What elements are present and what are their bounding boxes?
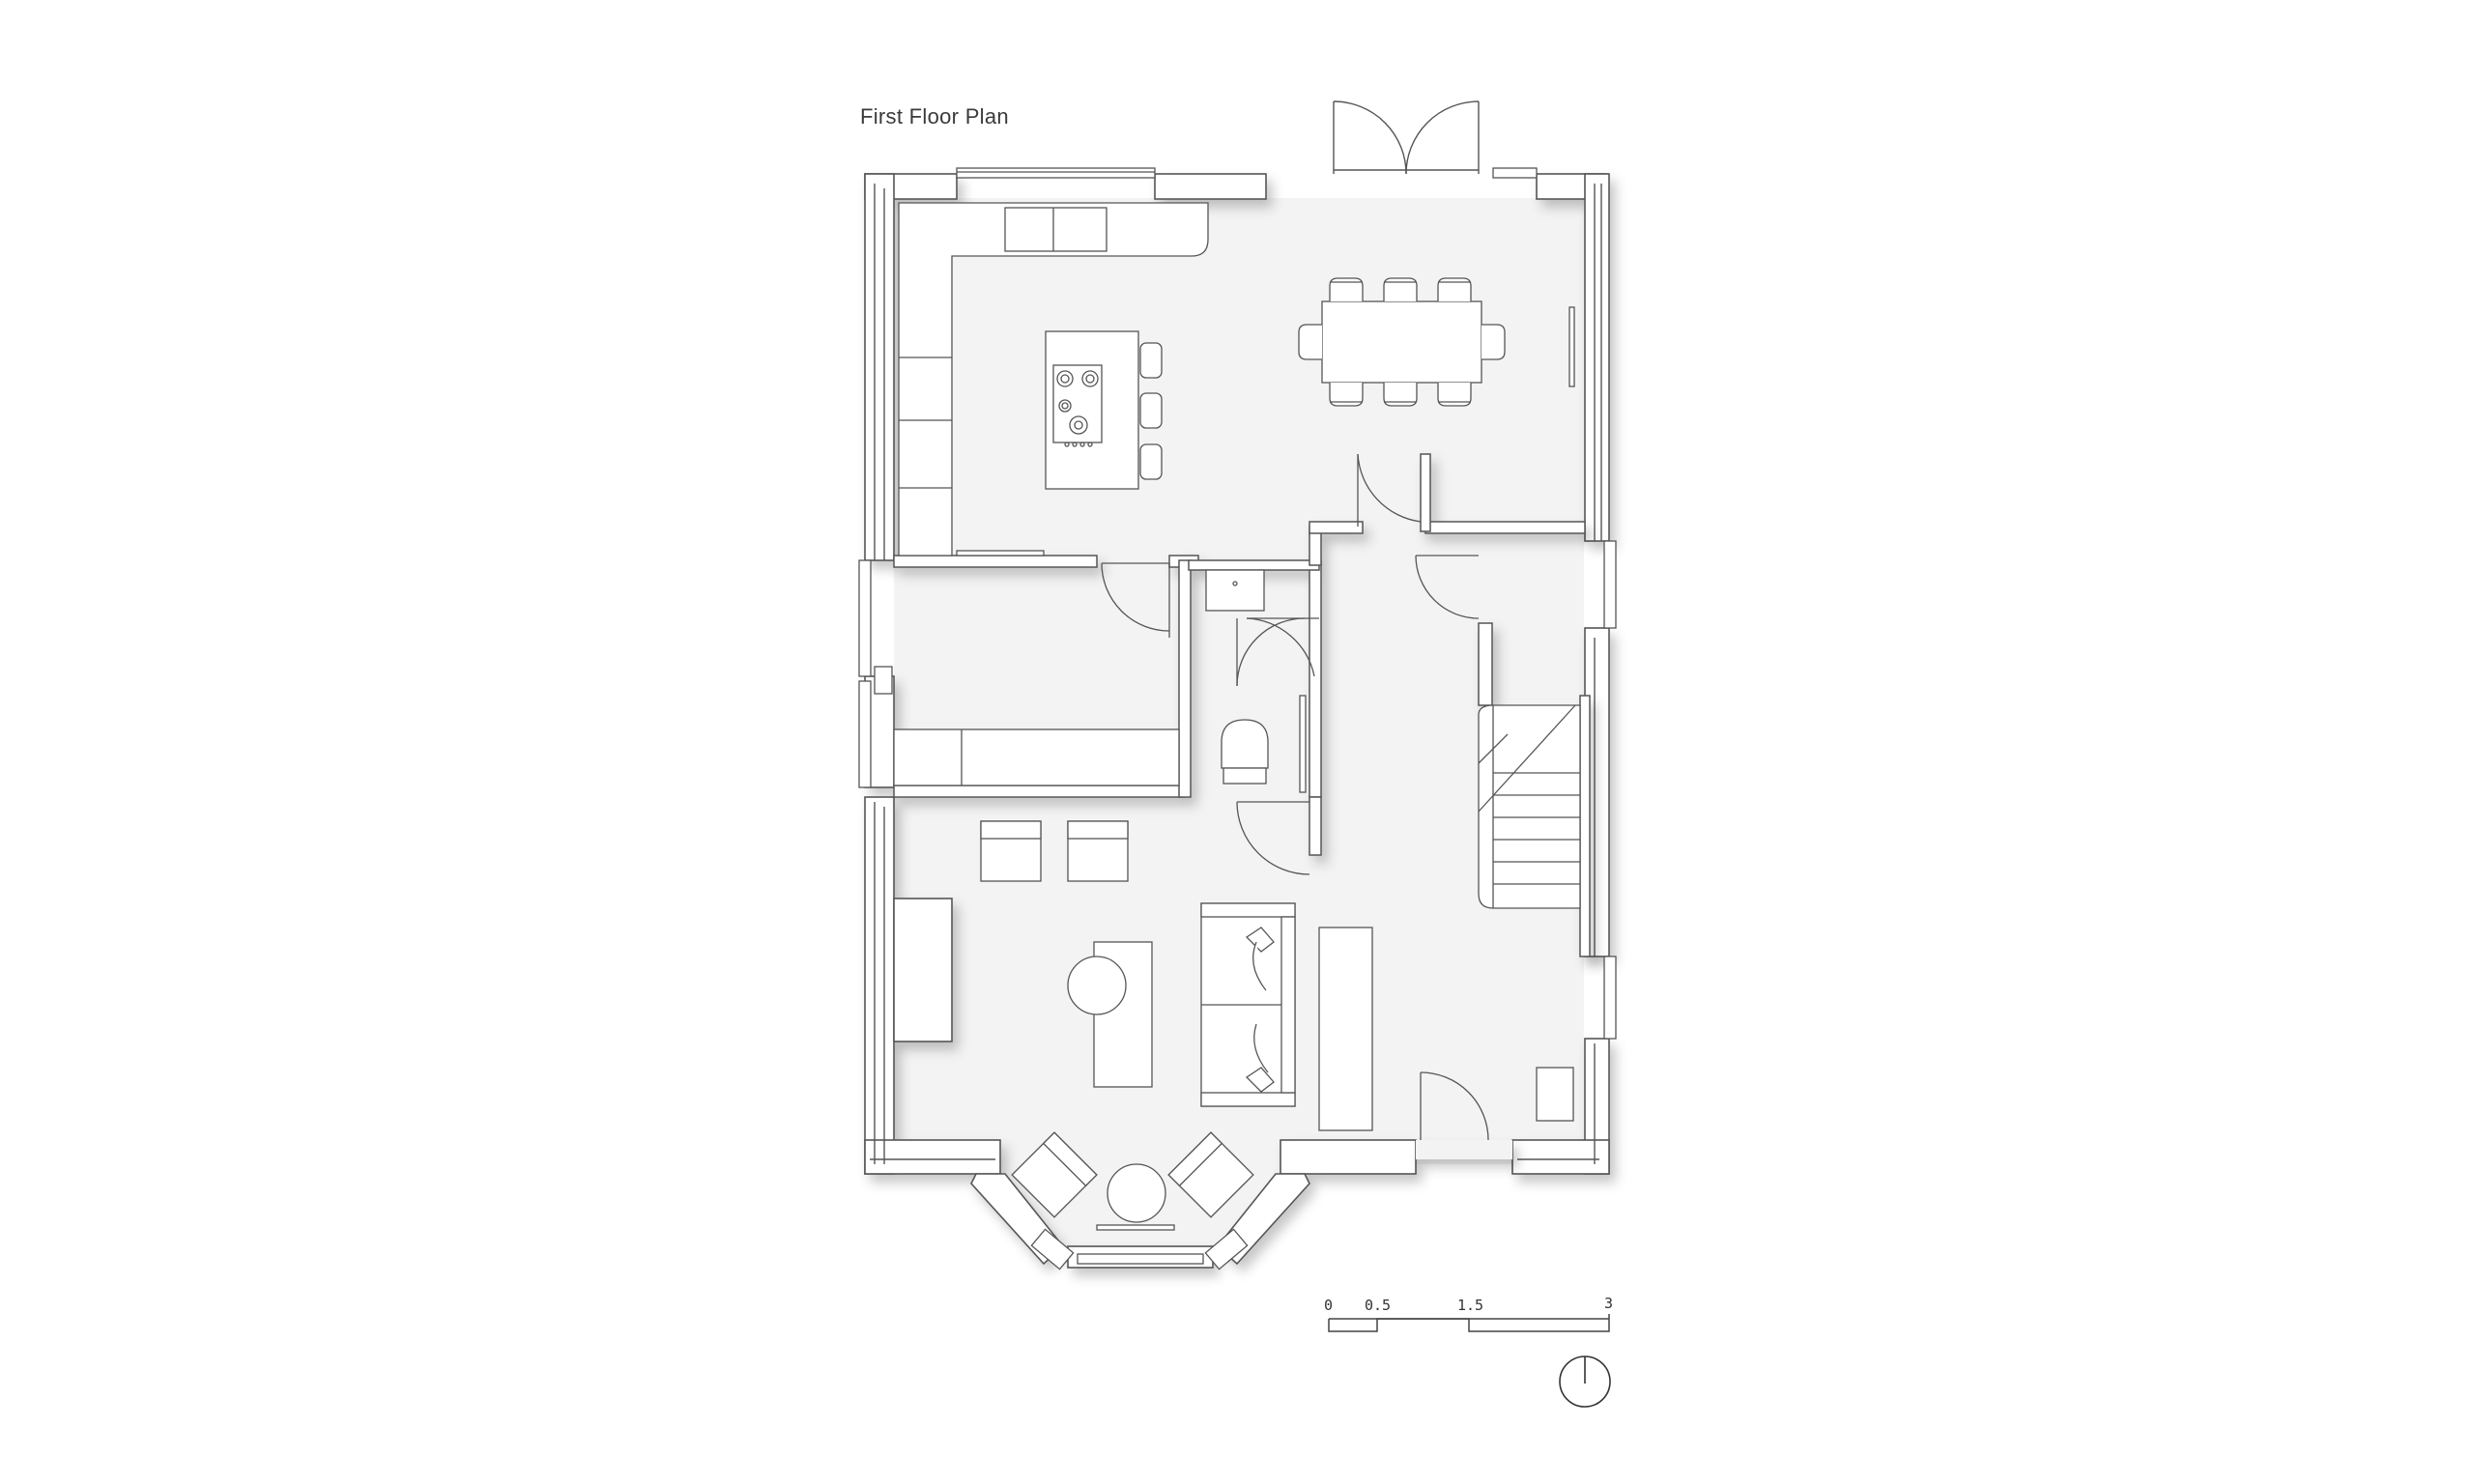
door-swing-icon [1357, 453, 1422, 527]
bottom-wall-right [1511, 1139, 1610, 1175]
sink [1004, 207, 1108, 252]
wall-utility-wc [1178, 559, 1192, 798]
drawing-title: First Floor Plan [860, 104, 1009, 128]
door-swing-icon [1236, 801, 1310, 875]
bottom-wall-mid [1280, 1139, 1417, 1175]
scale-label-1-5: 1.5 [1457, 1297, 1483, 1314]
kitchen-worktop [898, 202, 1209, 556]
window-right-1 [1603, 540, 1617, 629]
wall-stair-right [1579, 695, 1591, 957]
scale-label-0-5: 0.5 [1365, 1297, 1391, 1314]
wall-linings [870, 184, 1602, 1164]
side-table [1067, 956, 1127, 1015]
sofa-icon [1200, 902, 1296, 1107]
wall-hall-divider [1478, 622, 1493, 706]
wall-wc-right [1309, 559, 1322, 798]
wall-wc-top [1188, 559, 1320, 571]
door-swing-icon [1101, 562, 1170, 638]
left-wall-top [864, 173, 895, 561]
hob-icon [1052, 364, 1103, 447]
chimney-breast [893, 898, 953, 1042]
bay-table [1107, 1163, 1166, 1223]
north-arrow-icon [1559, 1356, 1611, 1408]
utility-cupboard [874, 666, 893, 695]
utility [874, 666, 1180, 786]
tv-unit [1318, 927, 1373, 1131]
dining-chair-icon [1298, 277, 1506, 407]
scale-bar: 0 0.5 1.5 3 [1324, 1295, 1613, 1332]
windows [858, 167, 1617, 1270]
radiator-bay [1096, 1224, 1175, 1231]
top-wall-mid [1154, 173, 1267, 200]
door-swing-icon [1420, 1071, 1489, 1141]
door-swing-icon [1333, 100, 1407, 175]
armchair-icon [980, 820, 1129, 882]
wall-dining-bottom [1424, 521, 1586, 534]
wall-kitchen-utility [893, 555, 1098, 568]
utility-worktop [893, 728, 1180, 786]
door-swing-icon [1415, 555, 1480, 619]
wall-hall-bottom [1416, 1140, 1512, 1159]
window-bay-bottom [1077, 1253, 1204, 1265]
wall-hall-top [1309, 521, 1364, 534]
scale-label-0: 0 [1324, 1297, 1333, 1314]
door-swings [1101, 453, 1489, 1141]
french-doors [1333, 100, 1480, 175]
dining-table [1321, 300, 1482, 384]
window-left-1 [858, 559, 872, 677]
radiator-dining [1568, 306, 1575, 387]
living-room [980, 820, 1574, 1231]
scale-label-3: 3 [1604, 1295, 1613, 1312]
bar-stools [1139, 342, 1163, 480]
toilet-icon [1221, 719, 1269, 785]
wc-basin [1205, 569, 1265, 612]
wall-living-hall [1309, 796, 1322, 856]
dining [1298, 277, 1575, 407]
door-swing-icon [1405, 100, 1480, 175]
staircase [1478, 704, 1581, 909]
left-wall-bottom [864, 796, 895, 1175]
window-bay-right [1204, 1228, 1249, 1270]
radiator-kitchen [956, 550, 1045, 556]
hall-cupboard [1536, 1067, 1574, 1122]
window-top-2 [1492, 167, 1538, 179]
window-left-2 [858, 680, 872, 788]
wall-dining-stub [1420, 453, 1431, 532]
right-wall-top [1584, 173, 1610, 542]
door-swing-icon [1236, 617, 1319, 687]
kitchen [898, 202, 1209, 556]
window-right-2 [1603, 956, 1617, 1040]
wall-utility-living [893, 785, 1185, 798]
wc [1205, 569, 1307, 793]
window-top-1 [956, 167, 1156, 179]
radiator-wc [1299, 695, 1307, 793]
bottom-wall-left [864, 1139, 1001, 1175]
window-bay-left [1030, 1228, 1075, 1270]
outer-walls [864, 173, 1610, 1269]
bay-armchairs [1011, 1131, 1254, 1218]
